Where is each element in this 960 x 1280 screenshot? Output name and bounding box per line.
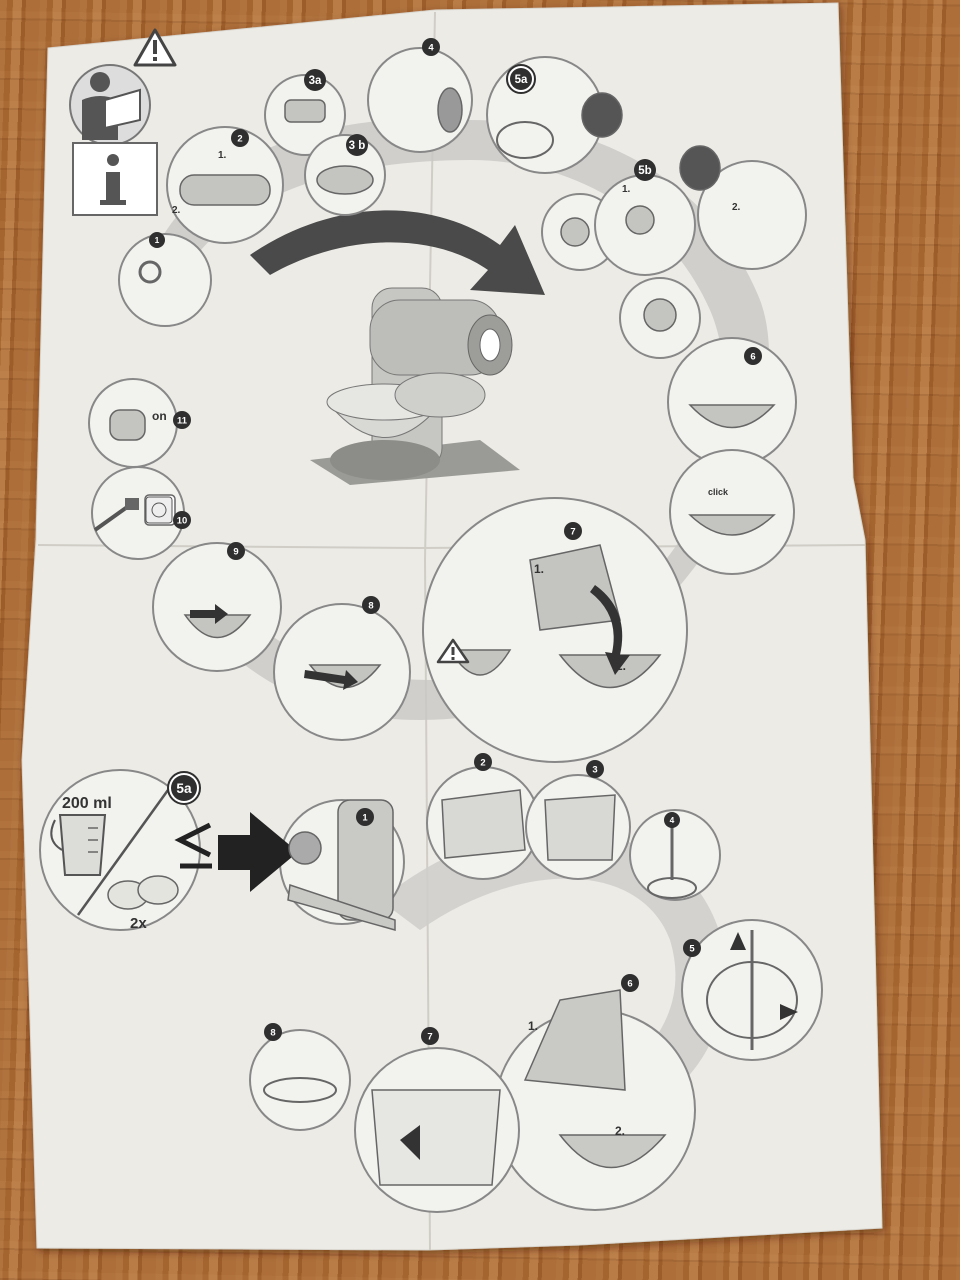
socket-icon bbox=[145, 496, 173, 524]
step-badge-label: 1 bbox=[155, 235, 160, 245]
flow-arrow bbox=[250, 210, 545, 295]
step5b-sub-1: 1. bbox=[622, 184, 631, 195]
step-badge-top-5a: 5a bbox=[167, 771, 201, 805]
step-badge-label: 6 bbox=[627, 978, 632, 989]
step-badge-label: 2 bbox=[237, 133, 242, 144]
step-sketches-lower bbox=[263, 789, 798, 1186]
step5b-sub-2: 2. bbox=[732, 202, 741, 213]
step-badge-5: 5 bbox=[683, 939, 701, 957]
step-badges-lower: 1 2 3 4 5 6 7 8 5a bbox=[167, 753, 701, 1045]
step-badge-label: 3 b bbox=[349, 140, 366, 152]
read-manual-icon bbox=[69, 64, 151, 146]
info-icon bbox=[72, 142, 158, 216]
arrow-icon bbox=[400, 932, 798, 1160]
step-badge-label: 3 bbox=[592, 764, 597, 775]
less-equal-icon bbox=[174, 822, 212, 869]
step-badge-4: 4 bbox=[422, 38, 440, 56]
step-badge-8: 8 bbox=[362, 596, 380, 614]
step-badge-8: 8 bbox=[264, 1023, 282, 1041]
step-badge-9: 9 bbox=[227, 542, 245, 560]
step-badge-label: 9 bbox=[233, 546, 238, 557]
lower-diagram: 1 2 3 4 5 6 7 8 5a 200 ml 2x 1. 2. bbox=[39, 753, 823, 1213]
step-badge-label: 7 bbox=[570, 526, 575, 537]
egg-icon bbox=[107, 875, 179, 910]
step-badge-11: 11 bbox=[173, 411, 191, 429]
step7-sub-2: 2. bbox=[616, 659, 626, 673]
step-badges-upper: 1 2 3a 3 b 4 5a 5b 6 7 8 9 10 11 bbox=[149, 38, 762, 614]
warning-icon bbox=[133, 28, 177, 67]
step-badge-4: 4 bbox=[664, 812, 680, 828]
step-badge-label: 7 bbox=[427, 1031, 432, 1042]
step-badge-label: 5 bbox=[689, 943, 694, 954]
step6-sub-1: 1. bbox=[528, 1019, 538, 1033]
step-badge-3b: 3 b bbox=[346, 134, 368, 156]
step-badge-5b: 5b bbox=[634, 159, 656, 181]
eggs-count-label: 2x bbox=[130, 915, 147, 932]
step-badge-label: 10 bbox=[177, 515, 188, 526]
volume-label: 200 ml bbox=[62, 795, 112, 812]
step-badge-5a: 5a bbox=[506, 64, 536, 94]
step-badge-7: 7 bbox=[421, 1027, 439, 1045]
step-badge-label: 5a bbox=[176, 781, 192, 796]
step-badge-label: 8 bbox=[368, 600, 373, 611]
divider-slash bbox=[76, 789, 170, 916]
arrow-icon bbox=[190, 585, 630, 690]
step-badge-label: 8 bbox=[270, 1027, 275, 1038]
step-badge-3: 3 bbox=[586, 760, 604, 778]
step-badge-label: 6 bbox=[750, 351, 755, 362]
plug-icon bbox=[93, 498, 139, 532]
step-badge-label: 4 bbox=[670, 815, 675, 825]
step-badge-2: 2 bbox=[474, 753, 492, 771]
step-badge-label: 4 bbox=[428, 42, 434, 53]
measuring-jug-icon bbox=[50, 814, 107, 876]
step-badge-10: 10 bbox=[173, 511, 191, 529]
step7-sub-1: 1. bbox=[534, 562, 544, 576]
warning-icon bbox=[436, 638, 470, 664]
mixer-main-illustration bbox=[310, 287, 520, 485]
step-badge-6: 6 bbox=[621, 974, 639, 992]
step-badge-label: 11 bbox=[177, 415, 187, 426]
arrow-icon bbox=[218, 812, 298, 892]
step-badge-label: 3a bbox=[309, 75, 322, 87]
step-badge-1: 1 bbox=[356, 808, 374, 826]
click-label: click bbox=[708, 487, 729, 497]
sub-labels-upper: 1. 2. 1. 2. 1. 2. click on bbox=[152, 150, 741, 673]
step2-sub-1: 1. bbox=[218, 150, 227, 161]
step-sketches-upper bbox=[109, 87, 776, 689]
step-badge-6: 6 bbox=[744, 347, 762, 365]
step-badge-label: 2 bbox=[480, 757, 485, 768]
step2-sub-2: 2. bbox=[172, 205, 181, 216]
step6-sub-2: 2. bbox=[615, 1124, 625, 1138]
step-badge-2: 2 bbox=[231, 129, 249, 147]
step-badge-3a: 3a bbox=[304, 69, 326, 91]
upper-diagram: 1 2 3a 3 b 4 5a 5b 6 7 8 9 10 11 1. 2. 1. 2. 1. 2. c… bbox=[69, 28, 807, 763]
step-badge-7: 7 bbox=[564, 522, 582, 540]
on-label: on bbox=[152, 409, 167, 423]
step-badge-label: 5b bbox=[638, 165, 651, 177]
step-badge-1: 1 bbox=[149, 232, 165, 248]
step-badge-label: 1 bbox=[362, 812, 367, 823]
step-badge-label: 5a bbox=[515, 74, 528, 86]
